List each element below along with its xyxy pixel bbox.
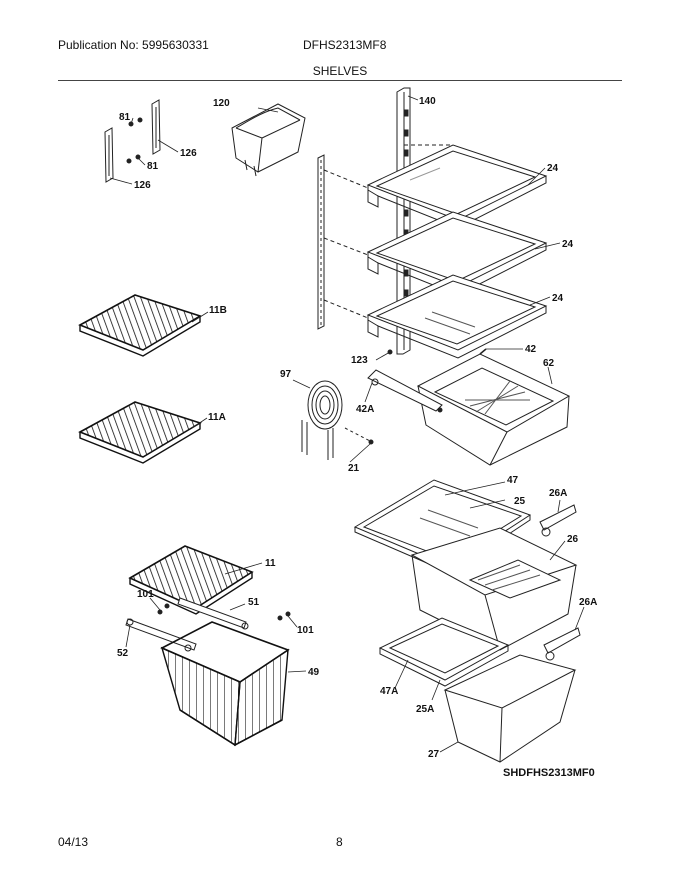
wire-shelf-11A bbox=[78, 401, 202, 464]
rail-left bbox=[317, 154, 325, 330]
label-21: 21 bbox=[348, 463, 360, 474]
label-120: 120 bbox=[213, 98, 230, 109]
label-126-right: 126 bbox=[180, 148, 197, 159]
bracket-126-right bbox=[151, 99, 161, 155]
glass-cover-25A bbox=[378, 617, 510, 687]
crisper-rail-42A bbox=[367, 369, 443, 413]
label-11: 11 bbox=[265, 558, 276, 569]
rail-140 bbox=[396, 87, 411, 355]
label-24-bottom: 24 bbox=[552, 293, 564, 304]
label-11A: 11A bbox=[208, 412, 226, 423]
label-11B: 11B bbox=[209, 305, 227, 316]
label-25A: 25A bbox=[416, 704, 434, 715]
label-26A-lower: 26A bbox=[579, 597, 597, 608]
wire-shelf-11B bbox=[78, 294, 202, 357]
label-24-top: 24 bbox=[547, 163, 559, 174]
wire-basket-49 bbox=[160, 621, 290, 747]
label-140: 140 bbox=[419, 96, 436, 107]
screw-81 bbox=[126, 117, 143, 164]
label-26: 26 bbox=[567, 534, 579, 545]
crisper-drawer-62 bbox=[416, 353, 571, 466]
wire-shelf-11 bbox=[128, 545, 254, 615]
publication-number: Publication No: 5995630331 bbox=[58, 38, 209, 52]
glass-shelf-24-top bbox=[366, 144, 548, 229]
label-42A: 42A bbox=[356, 404, 374, 415]
label-123: 123 bbox=[351, 355, 368, 366]
label-26A-upper: 26A bbox=[549, 488, 567, 499]
shelf-guide-lines bbox=[323, 144, 453, 319]
bracket-126-left bbox=[104, 127, 114, 183]
label-25: 25 bbox=[514, 496, 526, 507]
label-101-right: 101 bbox=[297, 625, 314, 636]
basket-rail-51 bbox=[177, 597, 249, 630]
label-62: 62 bbox=[543, 358, 555, 369]
drawer-27 bbox=[443, 654, 577, 763]
label-42: 42 bbox=[525, 344, 537, 355]
label-97: 97 bbox=[280, 369, 292, 380]
basket-rail-52 bbox=[125, 618, 197, 652]
drawer-rail-26A-lower bbox=[543, 627, 581, 661]
label-52: 52 bbox=[117, 648, 129, 659]
screw-21 bbox=[368, 439, 374, 445]
spring-97 bbox=[301, 380, 343, 460]
glass-shelf-24-mid bbox=[366, 211, 548, 296]
section-title: SHELVES bbox=[312, 64, 368, 78]
label-27: 27 bbox=[428, 749, 440, 760]
exploded-parts-diagram: 120 140 81 81 126 126 24 24 24 11B 11A 1… bbox=[78, 87, 597, 779]
label-49: 49 bbox=[308, 667, 320, 678]
label-101-left: 101 bbox=[137, 589, 154, 600]
leader-lines bbox=[109, 95, 585, 753]
door-bin-120 bbox=[231, 103, 306, 177]
footer-date: 04/13 bbox=[58, 835, 89, 849]
glass-shelf-24-bottom bbox=[366, 274, 548, 359]
label-51: 51 bbox=[248, 597, 260, 608]
label-47: 47 bbox=[507, 475, 519, 486]
diagram-code: SHDFHS2313MF0 bbox=[503, 767, 595, 779]
glass-cover-25 bbox=[353, 479, 532, 574]
label-47A: 47A bbox=[380, 686, 398, 697]
label-81-top: 81 bbox=[119, 112, 131, 123]
model-number: DFHS2313MF8 bbox=[303, 38, 387, 52]
label-81-bottom: 81 bbox=[147, 161, 159, 172]
label-126-left: 126 bbox=[134, 180, 151, 191]
header-rule bbox=[58, 80, 622, 81]
page-number: 8 bbox=[336, 835, 343, 849]
label-24-mid: 24 bbox=[562, 239, 574, 250]
drawer-rail-26A-upper bbox=[539, 504, 577, 537]
